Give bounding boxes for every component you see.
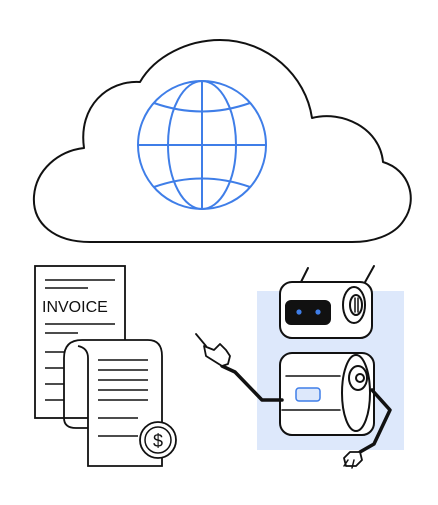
- robot-icon: [195, 265, 392, 469]
- receipt-scroll-icon: [63, 339, 163, 467]
- cloud-icon: [32, 39, 412, 243]
- invoice-heading: INVOICE: [42, 299, 108, 316]
- dollar-symbol: $: [153, 431, 163, 451]
- dollar-coin-icon: $: [139, 421, 177, 459]
- globe-icon: [137, 80, 267, 210]
